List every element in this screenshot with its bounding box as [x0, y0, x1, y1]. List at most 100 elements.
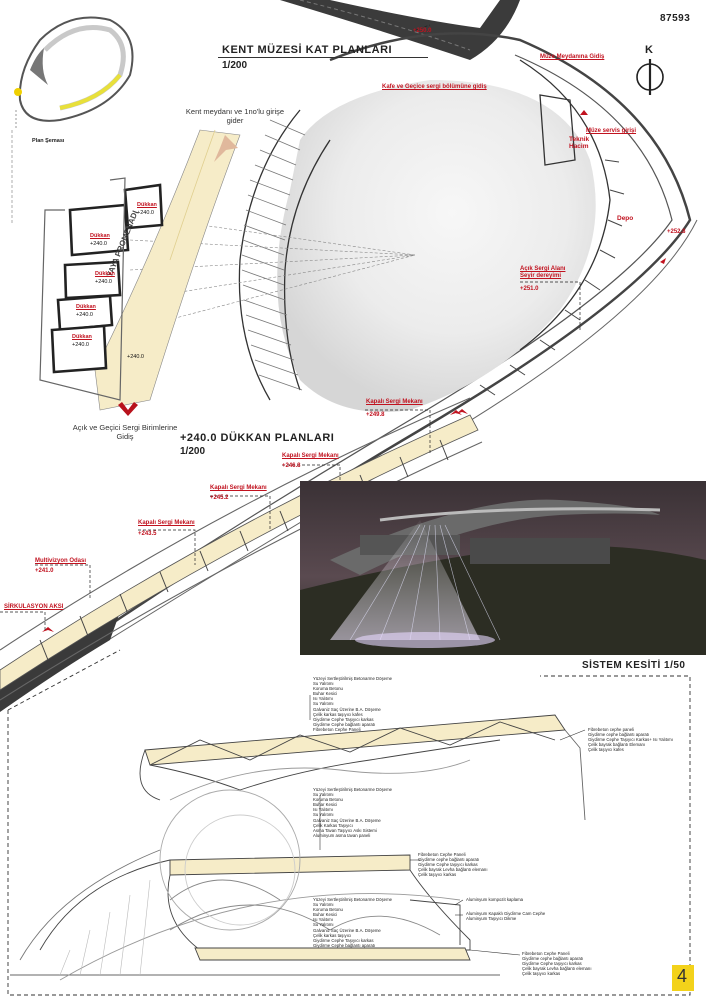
- note: Isı Yalıtımı: [313, 807, 333, 813]
- section-notes-bottom-right: Fibrebeton Cephe Paneli Giydirme cephe b…: [522, 951, 592, 976]
- section-upper-truss: [139, 714, 586, 821]
- note: Yüzeyi Sertleştirilmiş Betonarme Döşeme: [313, 787, 393, 792]
- note: Isı Yalıtımı: [313, 917, 333, 923]
- note: Çelik taşıyıcı karkas: [418, 872, 457, 878]
- note: Çelik bayrak bağlantı Elemanı: [588, 742, 646, 748]
- note: Çelik karkas taşıyıcı kafes: [313, 711, 363, 717]
- level-246: +246.8: [282, 463, 301, 469]
- museum-plan-title: KENT MÜZESİ KAT PLANLARI: [222, 44, 393, 56]
- note: Fibrebeton Cephe Paneli: [522, 951, 570, 956]
- note: Su Yalıtımı: [313, 701, 334, 707]
- section-leaders: [309, 695, 586, 956]
- shop-2-level: +240.0: [90, 241, 107, 247]
- closed-exhibit-3-label: Kapalı Sergi Mekanı: [210, 485, 267, 491]
- closed-exhibit-2-label: Kapalı Sergi Mekanı: [282, 453, 339, 459]
- road-band: [280, 0, 520, 60]
- plan-scheme-label: Plan Şeması: [32, 138, 65, 144]
- note: Koruma Betonu: [313, 907, 343, 913]
- plan-scheme-diagram: [11, 16, 134, 225]
- shop-1-level: +240.0: [137, 210, 154, 216]
- shop-2-name: Dükkan: [90, 233, 110, 239]
- note: Su Yalıtımı: [313, 902, 334, 908]
- level-241: +241.0: [35, 568, 54, 574]
- page-number: 4: [677, 966, 688, 986]
- note: Su Yalıtımı: [313, 681, 334, 687]
- note: Fibrebeton Cephe Paneli: [313, 726, 361, 732]
- note: Galvaniz Saç Üzerine B.A. Döşeme: [313, 927, 381, 933]
- museum-square-label: Müze Meydanına Gidiş: [540, 54, 605, 60]
- ramp-chevrons: [42, 110, 666, 632]
- shop-3-level: +240.0: [95, 279, 112, 285]
- level-243: +243.5: [138, 531, 157, 537]
- shop-4-level: +240.0: [76, 312, 93, 318]
- section-notes-top-right: Fibrebeton cephe paneli Giydirme cephe b…: [588, 727, 673, 752]
- level-252: +252.8: [667, 229, 686, 235]
- note: Buhar Kesici: [313, 912, 338, 918]
- seating-lines: [241, 119, 306, 391]
- note: Çelik karkas taşıyıcı: [313, 932, 352, 938]
- section-notes-top-left: Yüzeyi Sertleştirilmiş Betonarme Döşeme …: [313, 676, 392, 732]
- note: Giydirme cephe bağlantı aparatı: [522, 956, 584, 962]
- note: Giydirme cephe bağlantı aparatı: [418, 857, 480, 863]
- note: Fibrebeton cephe paneli: [588, 727, 635, 732]
- note: Giydirme Cephe Taşıyıcı karkas: [313, 937, 374, 943]
- note: Aluminyum Taşıyıcı Dikme: [466, 916, 517, 922]
- open-exhibit-area-label: Açık Sergi Alanı Seyir dereyimi: [520, 266, 566, 279]
- section-ribs: [59, 879, 151, 976]
- circulation-axis-label: SİRKULASYON AKSI: [4, 604, 64, 610]
- section-notes-mid-center: Yüzeyi Sertleştirilmiş Betonarme Döşeme …: [313, 787, 392, 838]
- note: Giydirme Cephe bağlantı aparatı: [313, 942, 376, 948]
- depot-label: Depo: [617, 215, 634, 222]
- section-notes-mid-right: Fibrebeton Cephe Paneli Giydirme cephe b…: [418, 852, 488, 877]
- closed-exhibit-4-label: Kapalı Sergi Mekanı: [138, 520, 195, 526]
- closed-exhibit-1-label: Kapalı Sergi Mekanı: [366, 399, 423, 405]
- shop-blocks: [50, 183, 164, 374]
- section-notes-low-right-b: Aluminyum Kapaklı Giydirme Cam Cephe Alu…: [466, 911, 545, 921]
- section-lower-structure: [10, 789, 500, 981]
- note: Aluminyum Kapaklı Giydirme Cam Cephe: [466, 911, 546, 916]
- technical-space-label: Teknik Hacim: [569, 136, 590, 150]
- north-arrow: [636, 59, 664, 95]
- floor-level: +240.0: [127, 354, 144, 360]
- note: Çelik Karkas Taşıyıcı: [313, 822, 353, 828]
- direction-markers: [118, 135, 238, 416]
- note: Asma Tavan Taşıyıcı Askı Sistemi: [313, 827, 377, 833]
- city-square-direction: Kent meydanı ve 1no'lu girişe gider: [185, 107, 285, 125]
- promenade-band: [94, 129, 241, 411]
- note: Isı Yalıtımı: [313, 696, 333, 702]
- level-251: +251.0: [520, 286, 539, 292]
- service-entrance-label: Müze servis girişi: [586, 128, 637, 134]
- note: Yüzeyi Sertleştirilmiş Betonarme Döşeme: [313, 897, 393, 902]
- cafe-label: Kafe ve Geçice sergi bölümüne gidiş: [382, 84, 487, 90]
- shop-5-name: Dükkan: [72, 334, 92, 340]
- night-rendering: [300, 481, 706, 655]
- note: Giydirme Cephe taşıyıcı karkas: [522, 961, 582, 967]
- note: Giydirme Cephe bağlantı aparatı: [313, 721, 376, 727]
- inner-walls: [238, 59, 611, 401]
- section-notes-low-right-a: Aluminyum kompozit kaplama: [466, 897, 523, 902]
- note: Su Yalıtımı: [313, 922, 334, 928]
- note: Çelik taşıyıcı kafes: [588, 747, 624, 753]
- note: Fibrebeton Cephe Paneli: [418, 852, 466, 857]
- note: Koruma Betonu: [313, 686, 343, 692]
- section-notes-low-center: Yüzeyi Sertleştirilmiş Betonarme Döşeme …: [313, 897, 392, 948]
- sheet-id: 87593: [660, 13, 691, 24]
- note: Buhar Kesici: [313, 802, 338, 808]
- level-249: +249.8: [366, 412, 385, 418]
- open-exhibition-dome: [277, 80, 596, 412]
- shop-1-name: Dükkan: [137, 202, 157, 208]
- level-245: +245.2: [210, 495, 229, 501]
- north-label: K: [645, 44, 653, 56]
- note: Buhar Kesici: [313, 691, 338, 697]
- section-frame: [7, 649, 691, 996]
- note: Aluminyum kompozit kaplama: [466, 897, 524, 902]
- note: Galvaniz Saç Üzerine B.A. Döşeme: [313, 706, 381, 712]
- title-underline: [218, 57, 428, 58]
- shop-3-name: Dükkan: [95, 271, 115, 277]
- note: Çelik bayrak Levha bağlantı elemanı: [522, 966, 592, 972]
- page-number-badge: [672, 965, 694, 991]
- museum-plan-scale: 1/200: [222, 60, 248, 71]
- shop-plan-title: +240.0 DÜKKAN PLANLARI: [180, 432, 335, 444]
- note: Giydirme Cephe Taşıyıcı karkas: [313, 716, 374, 722]
